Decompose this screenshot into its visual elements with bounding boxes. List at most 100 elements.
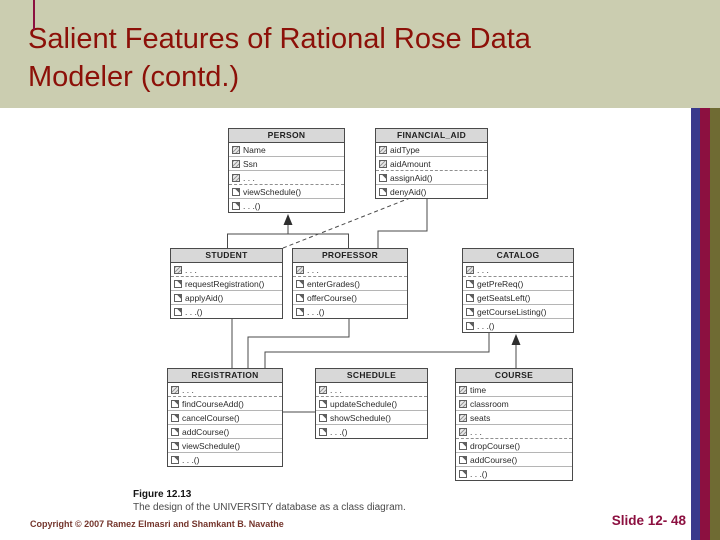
- class-member-row: . . .(): [456, 467, 572, 480]
- member-label: Name: [243, 144, 266, 155]
- class-member-row: aidAmount: [376, 157, 487, 171]
- class-member-row: getPreReq(): [463, 277, 573, 291]
- attribute-icon: [232, 159, 240, 168]
- copyright-text: Copyright © 2007 Ramez Elmasri and Shamk…: [30, 519, 284, 529]
- class-name: PROFESSOR: [293, 249, 407, 263]
- member-label: . . .(): [330, 426, 348, 437]
- class-member-row: viewSchedule(): [168, 439, 282, 453]
- class-member-row: time: [456, 383, 572, 397]
- member-label: . . .(): [182, 454, 200, 465]
- operation-icon: [319, 413, 327, 422]
- member-label: . . .: [185, 264, 197, 275]
- member-label: dropCourse(): [470, 440, 521, 451]
- member-label: . . .: [330, 384, 342, 395]
- right-edge-bar-crimson: [700, 108, 710, 540]
- top-accent-tick: [33, 0, 35, 30]
- class-name: FINANCIAL_AID: [376, 129, 487, 143]
- class-member-row: offerCourse(): [293, 291, 407, 305]
- member-label: classroom: [470, 398, 509, 409]
- class-member-row: . . .: [316, 383, 427, 397]
- member-label: . . .(): [243, 200, 261, 211]
- class-member-row: findCourseAdd(): [168, 397, 282, 411]
- class-member-row: classroom: [456, 397, 572, 411]
- member-label: Ssn: [243, 158, 258, 169]
- class-member-row: . . .(): [463, 319, 573, 332]
- operation-icon: [171, 441, 179, 450]
- class-member-row: applyAid(): [171, 291, 282, 305]
- operation-icon: [171, 413, 179, 422]
- class-box-schedule: SCHEDULE. . . updateSchedule() showSchedul…: [315, 368, 428, 439]
- class-member-row: . . .(): [316, 425, 427, 438]
- class-name: CATALOG: [463, 249, 573, 263]
- class-member-row: dropCourse(): [456, 439, 572, 453]
- member-label: . . .: [243, 172, 255, 183]
- member-label: . . .: [307, 264, 319, 275]
- member-label: . . .: [477, 264, 489, 275]
- class-member-row: viewSchedule(): [229, 185, 344, 199]
- operation-icon: [459, 455, 467, 464]
- class-member-row: . . .(): [168, 453, 282, 466]
- generalization-arrowhead: [283, 214, 293, 225]
- class-member-row: Name: [229, 143, 344, 157]
- class-name: PERSON: [229, 129, 344, 143]
- class-member-row: updateSchedule(): [316, 397, 427, 411]
- class-box-professor: PROFESSOR. . . enterGrades()offerCourse()…: [292, 248, 408, 319]
- class-member-row: denyAid(): [376, 185, 487, 198]
- operation-icon: [459, 441, 467, 450]
- member-label: findCourseAdd(): [182, 398, 244, 409]
- class-member-row: . . .(): [171, 305, 282, 318]
- figure-caption: The design of the UNIVERSITY database as…: [133, 502, 406, 513]
- operation-icon: [466, 279, 474, 288]
- right-edge-bar-olive: [710, 108, 720, 540]
- operation-icon: [466, 321, 474, 330]
- registration-catalog-connector: [264, 332, 490, 368]
- operation-icon: [171, 399, 179, 408]
- attribute-icon: [459, 399, 467, 408]
- attribute-icon: [379, 145, 387, 154]
- member-label: time: [470, 384, 487, 395]
- operation-icon: [171, 427, 179, 436]
- class-member-row: Ssn: [229, 157, 344, 171]
- member-label: aidType: [390, 144, 420, 155]
- class-member-row: assignAid(): [376, 171, 487, 185]
- class-member-row: . . .: [171, 263, 282, 277]
- operation-icon: [466, 293, 474, 302]
- operation-icon: [466, 307, 474, 316]
- attribute-icon: [296, 265, 304, 274]
- attribute-icon: [379, 159, 387, 168]
- class-member-row: enterGrades(): [293, 277, 407, 291]
- class-member-row: . . .: [463, 263, 573, 277]
- class-member-row: . . .: [168, 383, 282, 397]
- class-member-row: addCourse(): [168, 425, 282, 439]
- class-name: SCHEDULE: [316, 369, 427, 383]
- member-label: aidAmount: [390, 158, 431, 169]
- member-label: cancelCourse(): [182, 412, 240, 423]
- class-member-row: addCourse(): [456, 453, 572, 467]
- member-label: denyAid(): [390, 186, 427, 197]
- operation-icon: [171, 455, 179, 464]
- member-label: getCourseListing(): [477, 306, 547, 317]
- member-label: requestRegistration(): [185, 278, 265, 289]
- operation-icon: [232, 201, 240, 210]
- class-box-student: STUDENT. . .requestRegistration()applyAi…: [170, 248, 283, 319]
- operation-icon: [459, 469, 467, 478]
- right-edge-bar-blue: [691, 108, 700, 540]
- attribute-icon: [232, 145, 240, 154]
- member-label: offerCourse(): [307, 292, 357, 303]
- class-name: REGISTRATION: [168, 369, 282, 383]
- member-label: applyAid(): [185, 292, 224, 303]
- operation-icon: [296, 307, 304, 316]
- member-label: showSchedule(): [330, 412, 391, 423]
- member-label: seats: [470, 412, 491, 423]
- member-label: updateSchedule(): [330, 398, 398, 409]
- title-band: Salient Features of Rational Rose Data M…: [0, 0, 720, 108]
- slide-number: Slide 12- 48: [611, 513, 686, 528]
- operation-icon: [174, 293, 182, 302]
- member-label: assignAid(): [390, 172, 433, 183]
- attribute-icon: [232, 173, 240, 182]
- class-member-row: . . .(): [229, 199, 344, 212]
- class-member-row: . . .: [229, 171, 344, 185]
